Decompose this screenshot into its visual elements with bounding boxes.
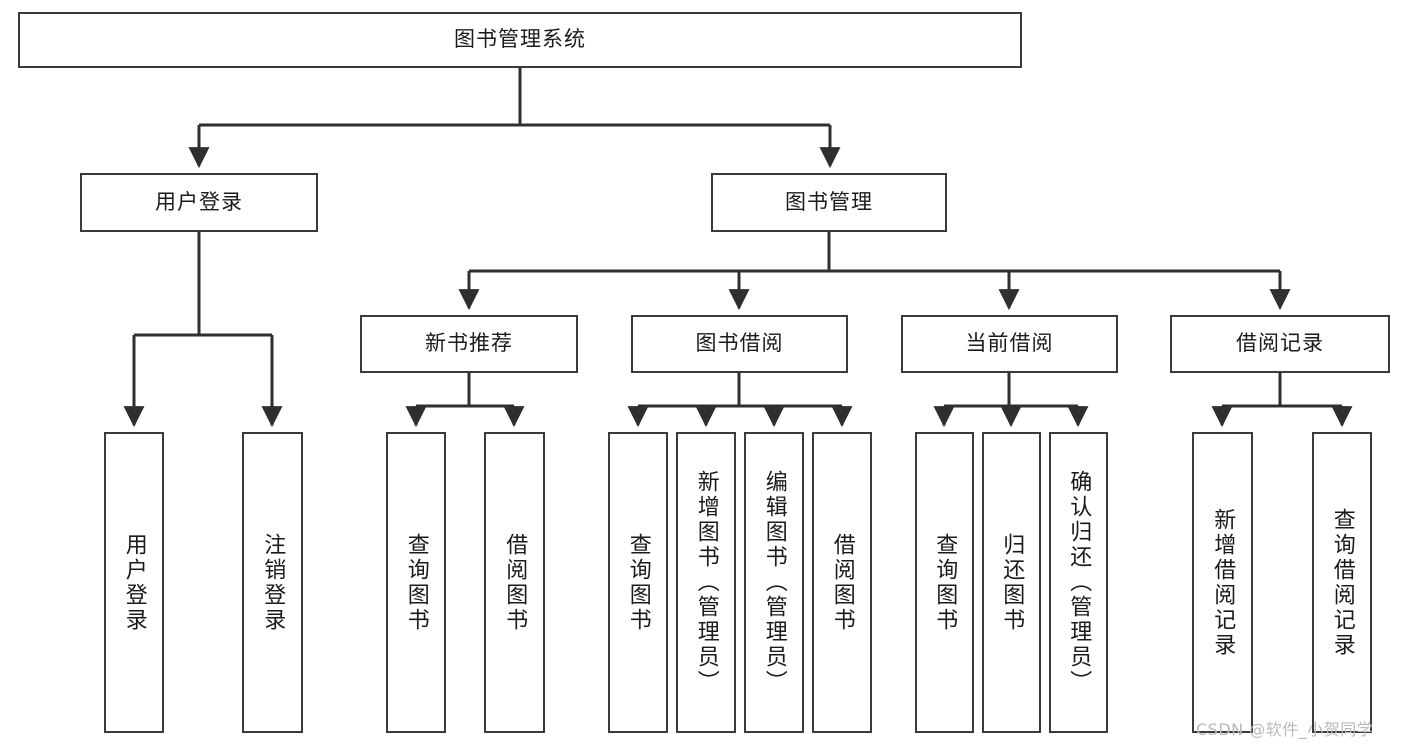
leaf-edit-book-admin[interactable]: 编辑图书（管理员） xyxy=(744,432,804,733)
leaf-query-book-rec-label: 查询图书 xyxy=(403,532,429,633)
leaf-add-book-admin[interactable]: 新增图书（管理员） xyxy=(676,432,736,733)
leaf-query-borrow-record[interactable]: 查询借阅记录 xyxy=(1312,432,1372,733)
leaf-return-book[interactable]: 归还图书 xyxy=(982,432,1041,733)
leaf-borrow-book-label: 借阅图书 xyxy=(829,532,855,633)
node-book-manage[interactable]: 图书管理 xyxy=(711,173,947,232)
leaf-borrow-book-rec[interactable]: 借阅图书 xyxy=(484,432,545,733)
edges-bookmanage-to-level3 xyxy=(458,232,1291,311)
leaf-query-book-borrow[interactable]: 查询图书 xyxy=(608,432,668,733)
leaf-add-borrow-record-label: 新增借阅记录 xyxy=(1210,507,1236,658)
node-new-book-recommend-label: 新书推荐 xyxy=(425,331,513,356)
leaf-borrow-book[interactable]: 借阅图书 xyxy=(812,432,872,733)
edges-borrowrecord-to-leaves xyxy=(1211,373,1353,428)
leaf-return-book-label: 归还图书 xyxy=(999,532,1025,633)
leaf-query-book-borrow-label: 查询图书 xyxy=(625,532,651,633)
edges-currentborrow-to-leaves xyxy=(933,373,1089,428)
edges-newbook-to-leaves xyxy=(405,373,525,428)
leaf-user-logout[interactable]: 注销登录 xyxy=(242,432,303,733)
node-book-manage-label: 图书管理 xyxy=(785,189,873,214)
node-book-borrow[interactable]: 图书借阅 xyxy=(631,315,848,373)
leaf-add-borrow-record[interactable]: 新增借阅记录 xyxy=(1192,432,1253,733)
node-book-borrow-label: 图书借阅 xyxy=(695,331,784,356)
node-borrow-record[interactable]: 借阅记录 xyxy=(1170,315,1390,373)
leaf-borrow-book-rec-label: 借阅图书 xyxy=(502,532,528,633)
node-user-login[interactable]: 用户登录 xyxy=(80,173,318,232)
leaf-query-borrow-record-label: 查询借阅记录 xyxy=(1329,507,1355,658)
leaf-user-logout-label: 注销登录 xyxy=(260,532,286,633)
node-borrow-record-label: 借阅记录 xyxy=(1236,331,1324,356)
node-user-login-label: 用户登录 xyxy=(155,189,243,214)
node-root-title[interactable]: 图书管理系统 xyxy=(18,12,1022,68)
leaf-query-book-rec[interactable]: 查询图书 xyxy=(386,432,446,733)
node-current-borrow-label: 当前借阅 xyxy=(965,331,1054,356)
leaf-user-login[interactable]: 用户登录 xyxy=(104,432,164,733)
edges-userlogin-to-leaves xyxy=(123,232,283,428)
csdn-watermark: CSDN @软件_小贺同学 xyxy=(1196,720,1374,739)
edges-root-to-level2 xyxy=(188,68,841,169)
leaf-add-book-admin-label: 新增图书（管理员） xyxy=(693,470,719,695)
leaf-confirm-return-admin-label: 确认归还（管理员） xyxy=(1066,470,1092,695)
node-root-label: 图书管理系统 xyxy=(454,27,586,52)
leaf-user-login-label: 用户登录 xyxy=(121,532,147,633)
node-new-book-recommend[interactable]: 新书推荐 xyxy=(360,315,578,373)
leaf-query-book-cur[interactable]: 查询图书 xyxy=(915,432,974,733)
leaf-query-book-cur-label: 查询图书 xyxy=(932,532,958,633)
leaf-confirm-return-admin[interactable]: 确认归还（管理员） xyxy=(1049,432,1108,733)
edges-bookborrow-to-leaves xyxy=(627,373,853,428)
node-current-borrow[interactable]: 当前借阅 xyxy=(901,315,1118,373)
leaf-edit-book-admin-label: 编辑图书（管理员） xyxy=(761,470,787,695)
